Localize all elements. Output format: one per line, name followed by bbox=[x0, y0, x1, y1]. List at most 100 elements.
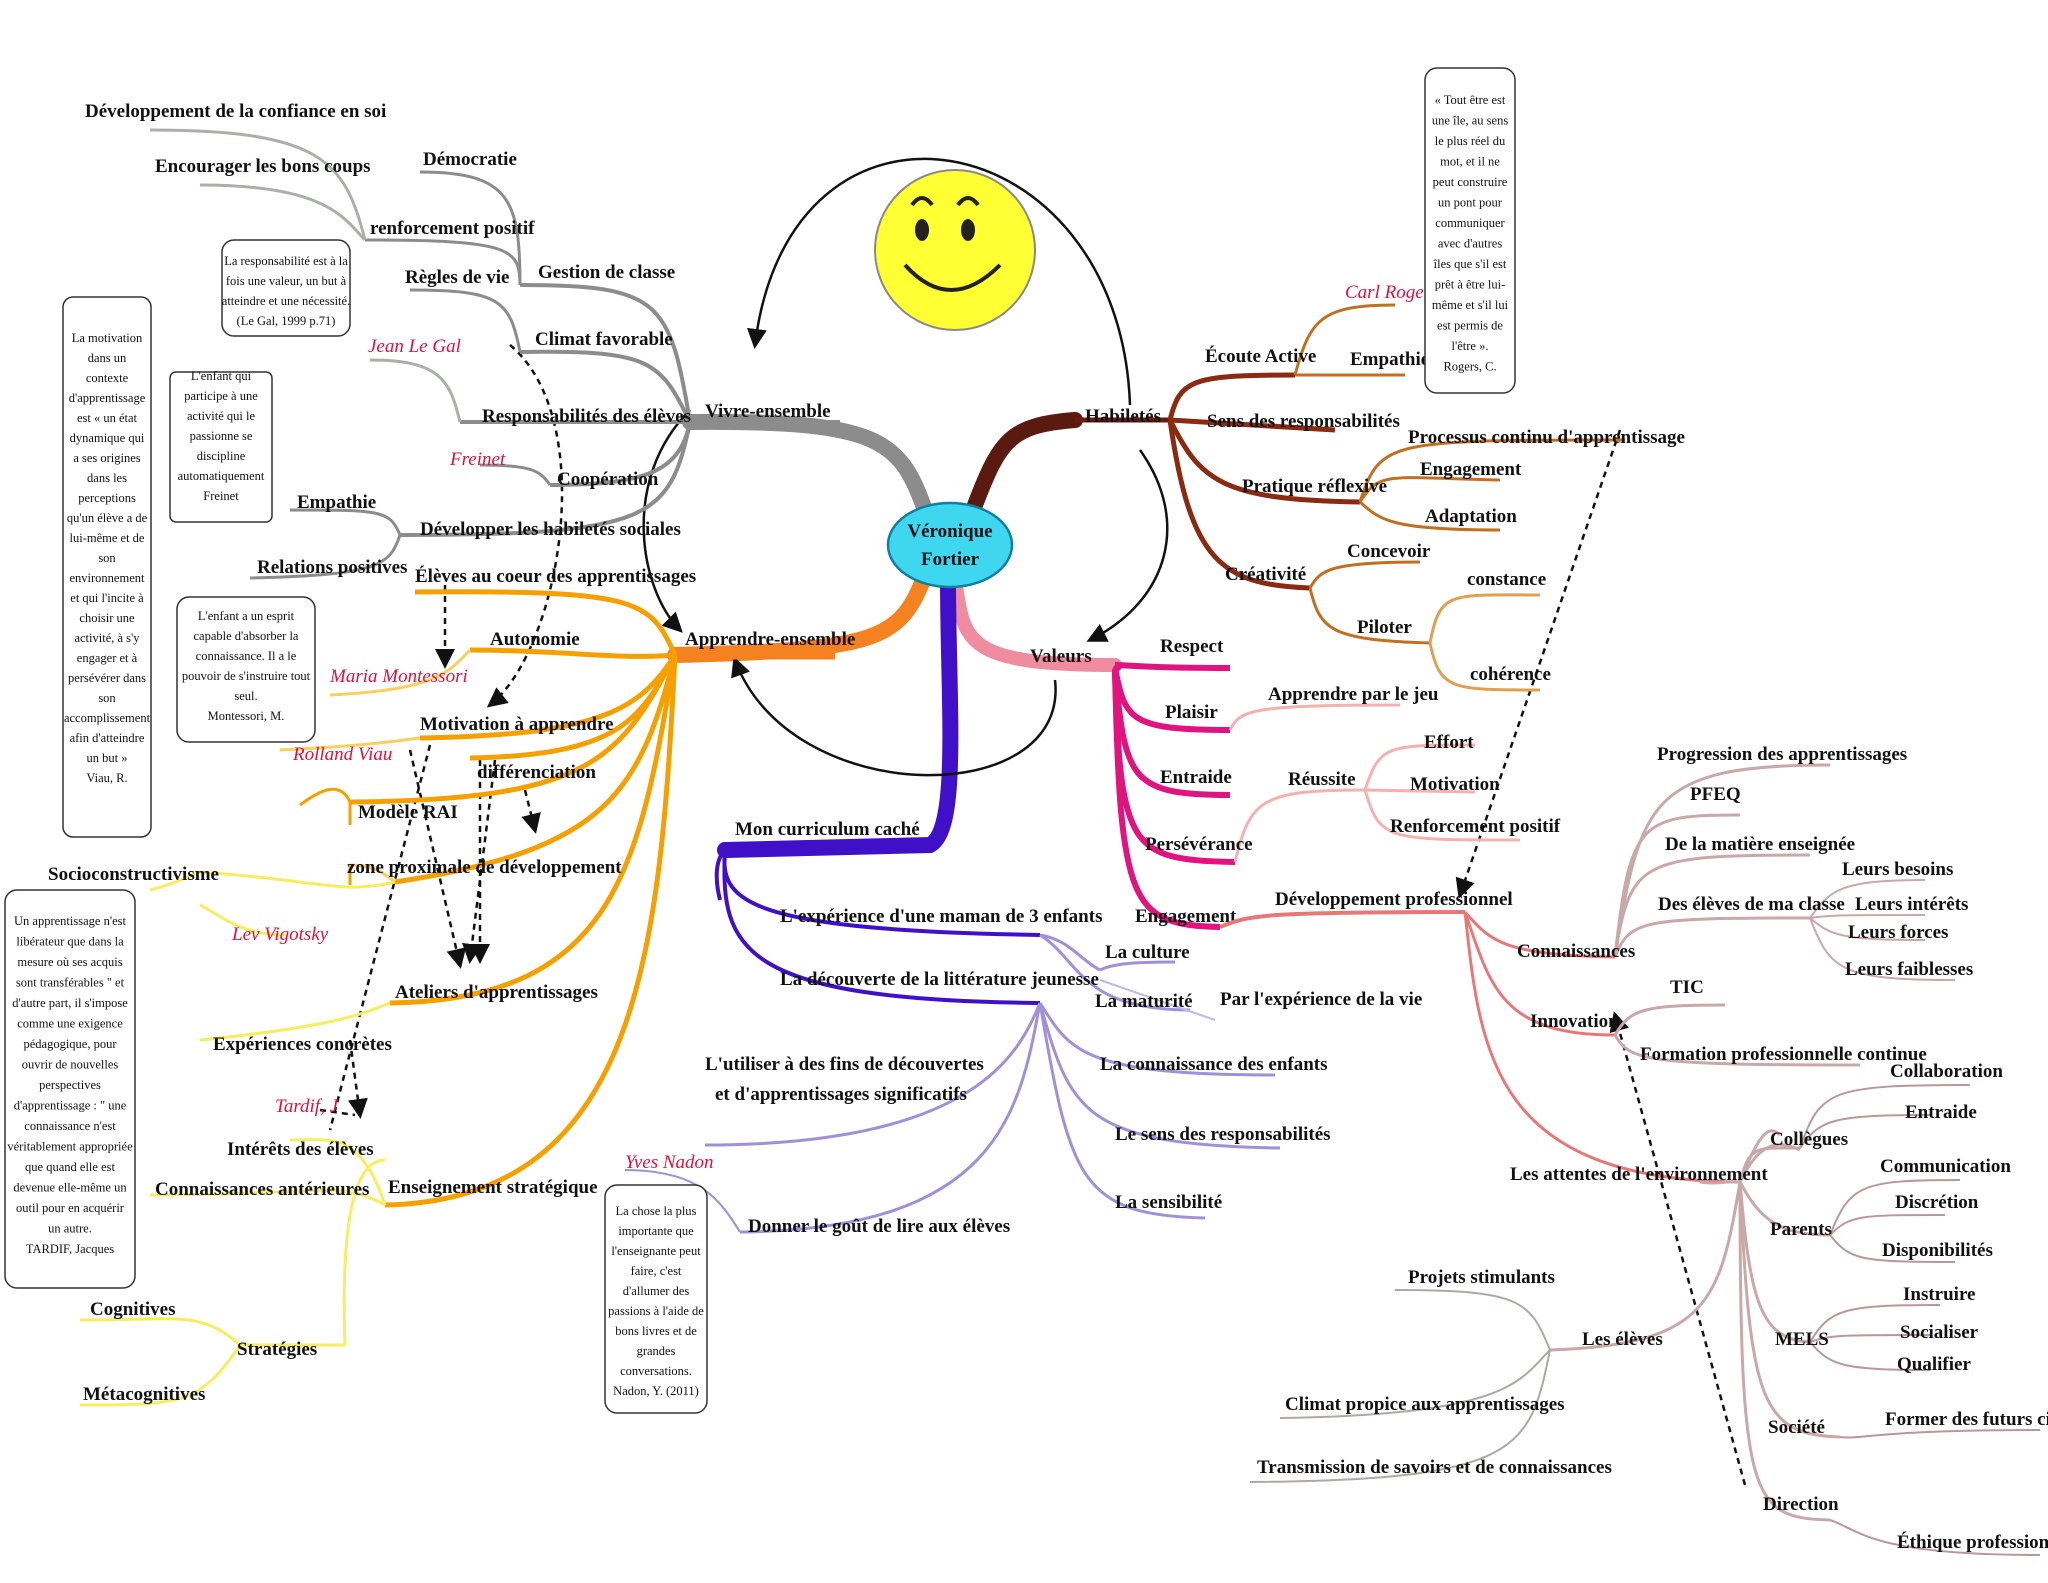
quote-montessori-line: connaissance. Il a le bbox=[196, 649, 297, 663]
node-gestion-classe: Gestion de classe bbox=[538, 262, 675, 283]
node-respect: Respect bbox=[1160, 636, 1224, 657]
node-communication: Communication bbox=[1880, 1156, 2011, 1177]
node-constance: constance bbox=[1467, 569, 1546, 590]
quote-viau-line: et qui l'incite à bbox=[70, 591, 144, 605]
node-responsabilites-eleves: Responsabilités des élèves bbox=[482, 406, 691, 427]
node-concevoir: Concevoir bbox=[1347, 541, 1431, 562]
node-pfeq: PFEQ bbox=[1690, 784, 1741, 805]
quote-viau-line: environnement bbox=[70, 571, 146, 585]
node-connaissances-anterieures: Connaissances antérieures bbox=[155, 1179, 369, 1200]
quote-tardif-line: connaissance n'est bbox=[24, 1119, 116, 1133]
quote-legal-line: atteindre et une nécessité. bbox=[222, 294, 350, 308]
node-socioconstructivisme: Socioconstructivisme bbox=[48, 864, 219, 885]
node-habiletes-sociales: Développer les habiletés sociales bbox=[420, 519, 681, 540]
node-decouvertes-1: L'utiliser à des fins de découvertes bbox=[705, 1054, 984, 1075]
node-experiences-concretes: Expériences concrètes bbox=[213, 1034, 392, 1055]
quote-rogers-line: peut construire bbox=[1433, 175, 1508, 189]
quote-tardif-line: devenue elle-même un bbox=[13, 1181, 127, 1195]
node-instruire: Instruire bbox=[1903, 1284, 1975, 1305]
quote-tardif-line: comme une exigence bbox=[17, 1017, 123, 1031]
quote-freinet-line: L'enfant qui bbox=[191, 369, 252, 383]
quote-montessori-line: pouvoir de s'instruire tout bbox=[182, 669, 311, 683]
node-motivation-apprendre: Motivation à apprendre bbox=[420, 714, 614, 735]
center-line1: Véronique bbox=[907, 521, 992, 542]
quote-rogers-line: avec d'autres bbox=[1438, 237, 1503, 251]
quote-viau-line: Viau, R. bbox=[86, 771, 127, 785]
node-progression: Progression des apprentissages bbox=[1657, 744, 1907, 765]
quote-tardif-line: Un apprentissage n'est bbox=[14, 914, 126, 928]
node-entraide-val: Entraide bbox=[1160, 767, 1232, 788]
quote-freinet-line: automatiquement bbox=[178, 469, 265, 483]
node-coherence: cohérence bbox=[1470, 664, 1551, 685]
quote-montessori-line: L'enfant a un esprit bbox=[198, 609, 295, 623]
quote-tardif-line: outil pour en acquérir bbox=[16, 1201, 125, 1215]
branch-curriculum bbox=[624, 848, 1281, 1234]
node-strategies: Stratégies bbox=[237, 1339, 317, 1360]
node-eleves-classe: Des élèves de ma classe bbox=[1658, 894, 1845, 915]
branch-label-apprendre-ensemble: Apprendre-ensemble bbox=[685, 629, 855, 650]
node-entraide-dp: Entraide bbox=[1905, 1102, 1977, 1123]
node-engagement-hab: Engagement bbox=[1420, 459, 1522, 480]
quote-freinet-line: Freinet bbox=[203, 489, 239, 503]
quote-nadon-line: importante que bbox=[618, 1224, 694, 1238]
node-creativite: Créativité bbox=[1225, 564, 1306, 585]
quote-viau-line: contexte bbox=[86, 371, 129, 385]
node-experience-vie: Par l'expérience de la vie bbox=[1220, 989, 1422, 1010]
quote-viau-line: La motivation bbox=[72, 331, 143, 345]
node-formation: Formation professionnelle continue bbox=[1640, 1044, 1927, 1065]
node-climat-favorable: Climat favorable bbox=[535, 329, 673, 350]
node-interets-eleves: Intérêts des élèves bbox=[227, 1139, 374, 1160]
author-freinet: Freinet bbox=[449, 449, 506, 470]
node-mels: MELS bbox=[1775, 1329, 1829, 1350]
quote-tardif-line: mesure où ses acquis bbox=[17, 955, 122, 969]
quote-tardif-line: libérateur que dans la bbox=[16, 935, 124, 949]
node-maman: L'expérience d'une maman de 3 enfants bbox=[780, 906, 1102, 927]
node-societe: Société bbox=[1768, 1417, 1825, 1438]
quote-nadon-line: d'allumer des bbox=[623, 1284, 690, 1298]
quote-rogers-line: mot, et il ne bbox=[1440, 155, 1500, 169]
node-les-eleves: Les élèves bbox=[1582, 1329, 1663, 1350]
quote-viau-line: son bbox=[98, 691, 116, 705]
node-processus: Processus continu d'apprentissage bbox=[1408, 427, 1685, 448]
quote-legal-line: La responsabilité est à la bbox=[224, 254, 348, 268]
node-eleves-coeur: Élèves au coeur des apprentissages bbox=[415, 565, 696, 587]
branch-label-habiletes: Habiletés bbox=[1085, 406, 1161, 427]
node-dev-pro: Développement professionnel bbox=[1275, 889, 1513, 910]
node-besoins: Leurs besoins bbox=[1842, 859, 1953, 880]
node-culture: La culture bbox=[1105, 942, 1190, 963]
quote-viau-line: dans les bbox=[87, 471, 127, 485]
quote-nadon-line: bons livres et de bbox=[615, 1324, 697, 1338]
node-innovation: Innovation bbox=[1530, 1011, 1619, 1032]
author-nadon: Yves Nadon bbox=[625, 1152, 714, 1173]
quote-tardif-line: TARDIF, Jacques bbox=[26, 1242, 114, 1256]
branch-habiletes bbox=[1075, 303, 1626, 692]
quote-viau-line: a ses origines bbox=[73, 451, 140, 465]
quote-tardif-line: d'autre part, il s'impose bbox=[12, 996, 128, 1010]
quote-rogers-line: l'être ». bbox=[1452, 339, 1489, 353]
branch-dev-pro bbox=[1219, 763, 2041, 1556]
node-perseverance: Persévérance bbox=[1145, 834, 1253, 855]
quote-tardif-line: véritablement appropriée bbox=[7, 1140, 133, 1154]
quote-viau-line: qu'un élève a de bbox=[67, 511, 148, 525]
node-ecoute-active: Écoute Active bbox=[1205, 345, 1316, 367]
node-litterature: La découverte de la littérature jeunesse bbox=[780, 969, 1099, 990]
quote-rogers-line: une île, au sens bbox=[1432, 114, 1509, 128]
quote-rogers-line: le plus réel du bbox=[1435, 134, 1506, 148]
node-reussite: Réussite bbox=[1288, 769, 1356, 790]
author-tardif: Tardif, J bbox=[275, 1096, 340, 1117]
node-encourager: Encourager les bons coups bbox=[155, 156, 371, 177]
node-enseignement-strategique: Enseignement stratégique bbox=[388, 1177, 598, 1198]
author-le-gal: Jean Le Gal bbox=[368, 336, 461, 357]
quote-nadon-line: l'enseignante peut bbox=[611, 1244, 701, 1258]
node-attentes: Les attentes de l'environnement bbox=[1510, 1164, 1768, 1185]
smiley-icon bbox=[874, 169, 1036, 331]
quote-rogers-line: même et s'il lui bbox=[1432, 298, 1509, 312]
node-democratie: Démocratie bbox=[423, 149, 517, 170]
node-sens-responsabilites: Sens des responsabilités bbox=[1207, 411, 1400, 432]
curriculum-labels: Mon curriculum caché L'expérience d'une … bbox=[625, 819, 1422, 1237]
